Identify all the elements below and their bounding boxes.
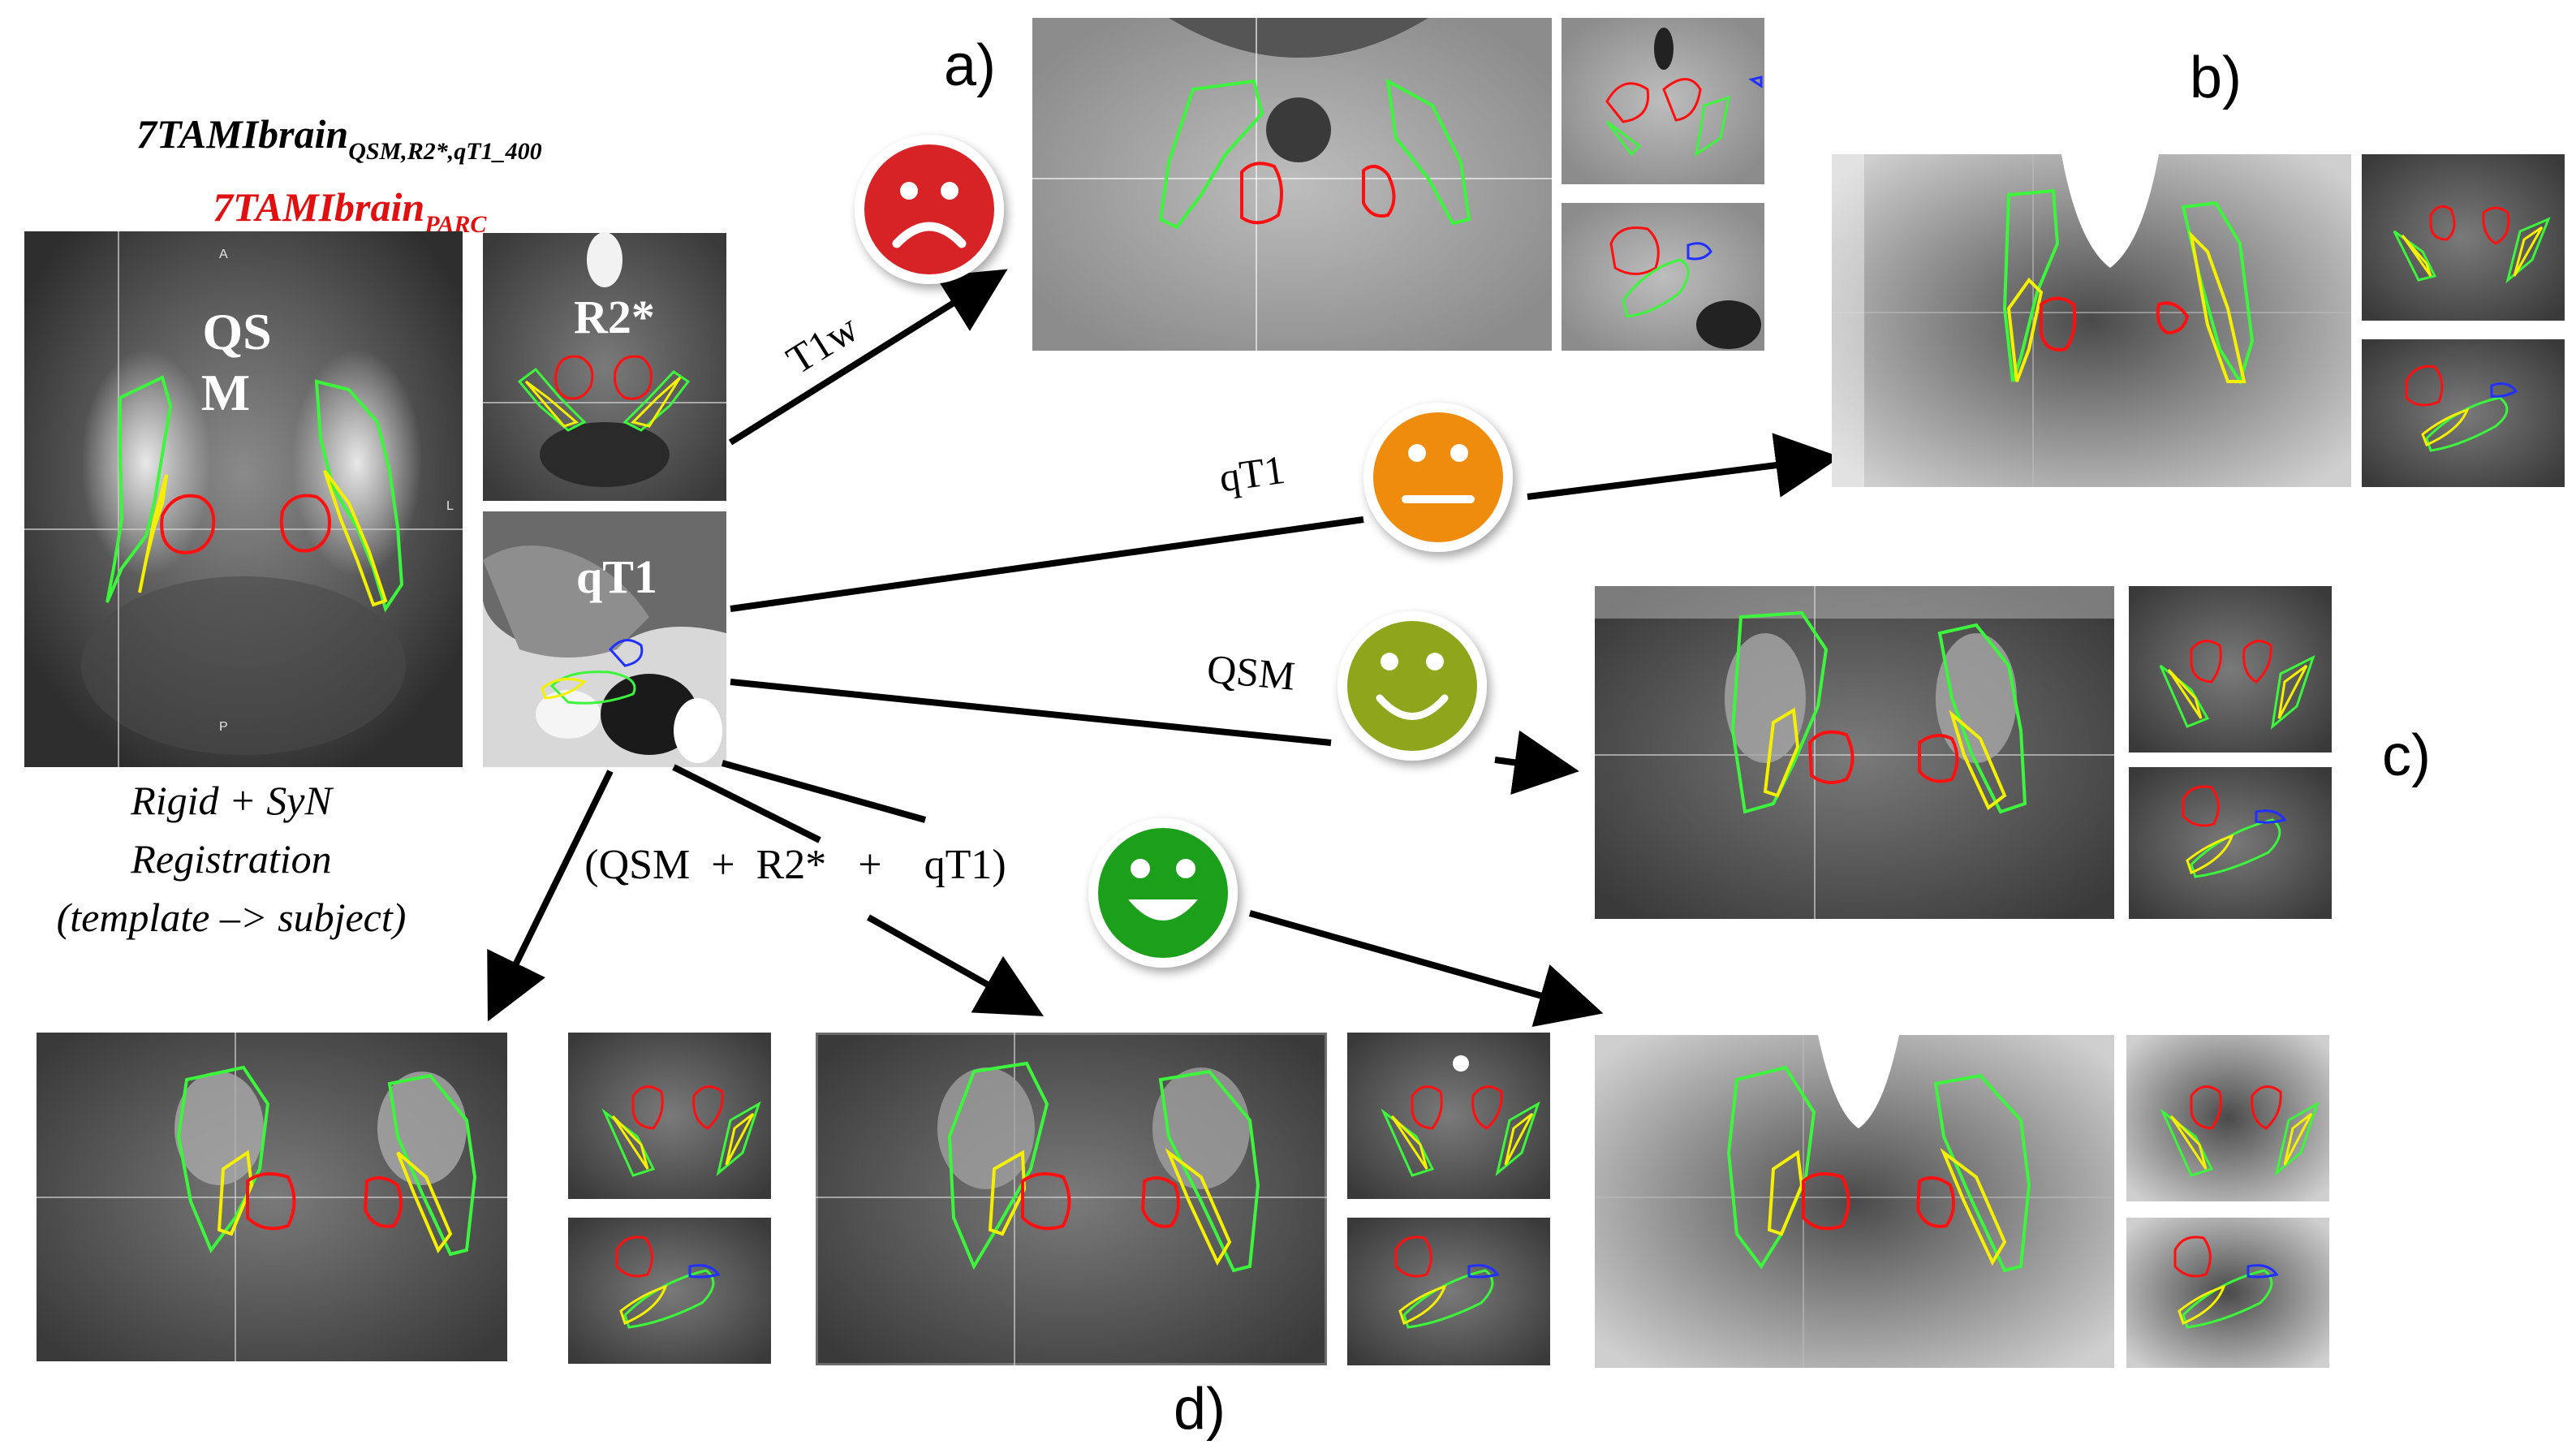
panel-b-coronal <box>2362 154 2565 321</box>
template-title-main-sub: QSM,R2*,qT1_400 <box>348 138 541 165</box>
panel-d2-coronal <box>1347 1033 1550 1199</box>
svg-text:7TAMIbrainQSM,R2*,qT1_400: 7TAMIbrainQSM,R2*,qT1_400 <box>136 111 542 165</box>
qsm-label-line1: QS <box>202 303 271 360</box>
panel-d2-sagittal <box>1347 1218 1550 1365</box>
sad-face-icon <box>855 135 1004 284</box>
smile-face-icon <box>1338 611 1487 761</box>
template-qsm-image: A P L QS M <box>24 231 463 767</box>
qsm-label-line2: M <box>201 364 250 421</box>
arrow-qsm-b <box>1494 730 1579 795</box>
panel-c-sagittal <box>2129 767 2332 919</box>
panel-d2-axial <box>813 1030 1329 1368</box>
arrow-combined-mid-a <box>672 764 821 843</box>
svg-text:7TAMIbrainPARC: 7TAMIbrainPARC <box>213 184 487 238</box>
panel-d3-sagittal <box>2126 1218 2329 1368</box>
arrow-qt1-a <box>730 516 1364 612</box>
panel-d1-sagittal <box>568 1218 771 1364</box>
arrow-combined-right-a <box>721 760 927 823</box>
arrow-combined-left <box>487 770 614 1022</box>
panel-b-axial <box>1832 154 2351 487</box>
panel-a-sagittal <box>1562 203 1764 351</box>
grin-face-icon <box>1088 818 1238 968</box>
panel-a-coronal <box>1562 18 1764 184</box>
template-title-main: 7TAMIbrain <box>136 111 348 157</box>
arrow-qt1-b <box>1527 433 1841 500</box>
arrow-combined-mid-b <box>867 914 1044 1016</box>
arrow-label-qsm: QSM <box>1205 645 1297 698</box>
template-title: 7TAMIbrainQSM,R2*,qT1_400 7TAMIbrainPARC <box>136 111 542 238</box>
arrow-combined-right-b <box>1248 910 1604 1028</box>
panel-b-sagittal <box>2362 339 2565 487</box>
panel-label-d: d) <box>1174 1377 1226 1442</box>
panel-d1-coronal <box>568 1033 771 1199</box>
arrows <box>487 269 1841 1028</box>
panel-label-c: c) <box>2382 723 2431 788</box>
arrow-qsm-a <box>730 679 1332 746</box>
orientation-posterior: P <box>219 720 228 734</box>
registration-caption: Rigid + SyN Registration (template –> su… <box>57 778 407 940</box>
arrow-t1w <box>728 269 1008 446</box>
template-r2-image: R2* <box>483 232 726 501</box>
arrow-label-t1w: T1w <box>778 305 865 383</box>
arrow-label-qt1: qT1 <box>1217 446 1288 501</box>
panel-c-axial <box>1595 586 2114 919</box>
template-title-parc: 7TAMIbrain <box>213 184 424 230</box>
panel-d3-coronal <box>2126 1035 2329 1201</box>
panel-label-b: b) <box>2190 45 2242 110</box>
arrow-label-combined: (QSM + R2* + qT1) <box>584 842 1006 888</box>
panel-a-axial <box>1032 18 1552 351</box>
template-qt1-image: qT1 <box>483 511 726 767</box>
qt1-label: qT1 <box>576 550 657 603</box>
r2-label: R2* <box>574 291 655 343</box>
registration-caption-line3: (template –> subject) <box>57 895 407 940</box>
registration-caption-line2: Registration <box>130 836 331 882</box>
panel-d3-axial <box>1595 1035 2114 1368</box>
panel-label-a: a) <box>944 33 996 98</box>
neutral-face-icon <box>1363 403 1513 552</box>
panel-c-coronal <box>2129 586 2332 753</box>
orientation-left: L <box>446 499 454 513</box>
registration-caption-line1: Rigid + SyN <box>130 778 334 823</box>
panel-d1-axial <box>37 1033 507 1361</box>
orientation-anterior: A <box>219 248 228 261</box>
